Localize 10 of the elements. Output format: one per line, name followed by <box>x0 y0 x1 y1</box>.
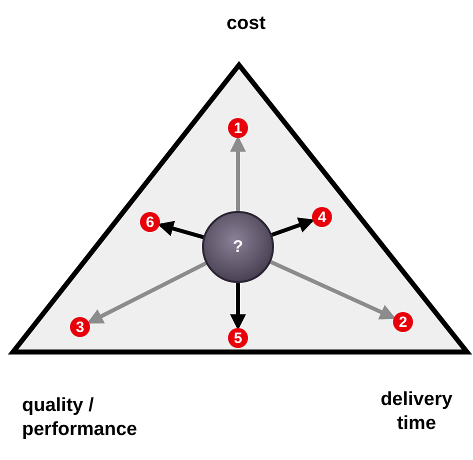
arrow <box>270 260 396 320</box>
corner-label: cost <box>225 12 267 36</box>
corner-label: delivery time <box>380 388 454 436</box>
arrow <box>158 220 204 240</box>
triangle-shape <box>10 62 470 356</box>
arrow <box>86 261 207 324</box>
arrow <box>230 136 246 211</box>
corner-label: quality / performance <box>22 394 138 442</box>
arrow <box>271 217 315 237</box>
arrow <box>230 283 246 330</box>
